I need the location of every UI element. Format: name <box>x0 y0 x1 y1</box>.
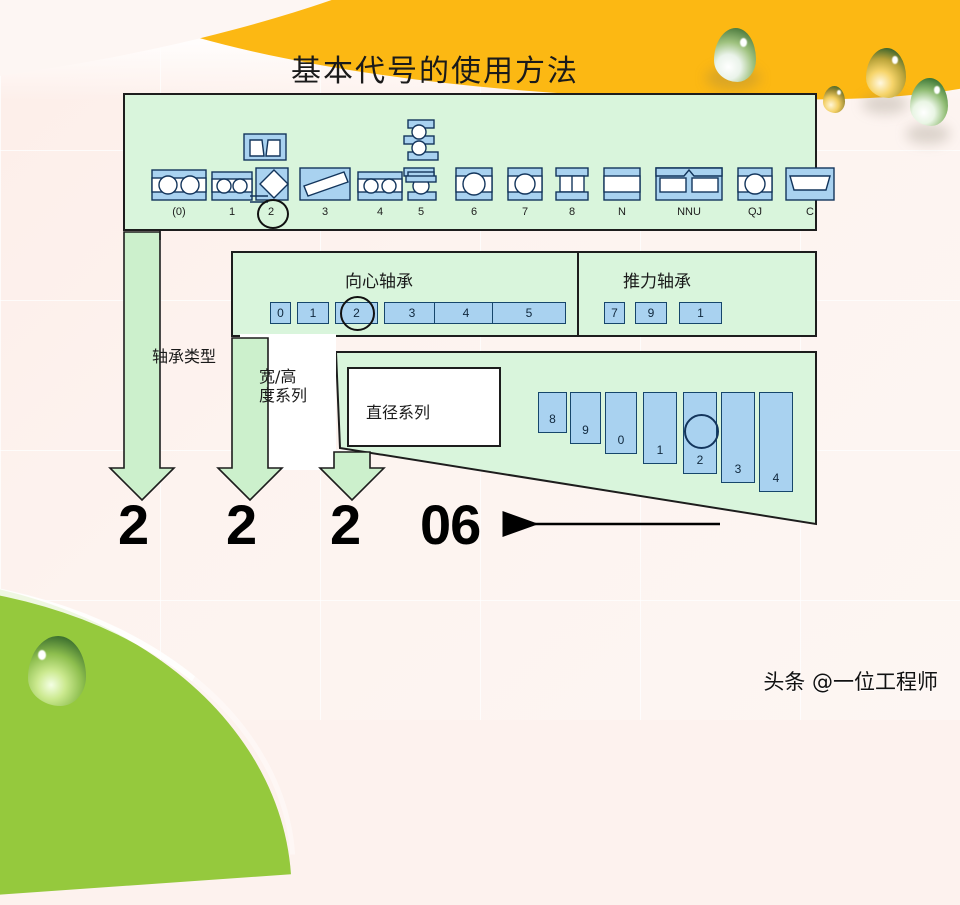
bearing-type-code: 6 <box>470 206 478 218</box>
page-title: 基本代号的使用方法 <box>291 54 579 89</box>
bearing-type-code: C <box>806 206 814 218</box>
height-series-box[interactable]: 7 <box>604 302 625 324</box>
diagram-vector-layer <box>108 93 835 537</box>
bearing-type-section-label: 轴承类型 <box>152 347 217 366</box>
bearing-type-code: 7 <box>521 206 529 218</box>
droplet-highlight <box>892 56 898 64</box>
diameter-series-bar[interactable]: 9 <box>570 392 601 444</box>
water-droplet-icon <box>714 28 756 82</box>
droplet-highlight <box>934 86 940 94</box>
width-series-box[interactable]: 0 <box>270 302 291 324</box>
height-series-box[interactable]: 1 <box>679 302 722 324</box>
water-droplet-icon <box>910 78 948 126</box>
bearing-type-code: QJ <box>747 206 763 218</box>
bearing-type-code: 8 <box>568 206 576 218</box>
diameter-series-bar[interactable]: 8 <box>538 392 567 433</box>
droplet-shadow <box>906 124 950 144</box>
diameter-series-bar[interactable]: 3 <box>721 392 755 483</box>
bearing-designation-diagram: (0) 1 2 3 4 5 6 7 8 N NNU QJ C 向心轴承 推力轴承… <box>108 93 835 556</box>
bore-code: 06 <box>420 493 481 556</box>
designation-digit: 2 <box>330 493 361 556</box>
bearing-type-code: 2 <box>267 206 275 218</box>
thrust-bearing-group-label: 推力轴承 <box>623 272 691 292</box>
width-series-box[interactable]: 2 <box>335 302 378 324</box>
height-series-box[interactable]: 9 <box>635 302 667 324</box>
bearing-type-code: 4 <box>376 206 384 218</box>
watermark: 头条 @一位工程师 <box>763 670 938 694</box>
bearing-type-code: N <box>618 206 626 218</box>
diameter-series-bar[interactable]: 4 <box>759 392 793 492</box>
designation-digit: 2 <box>118 493 149 556</box>
diameter-series-bar[interactable]: 2 <box>683 392 717 474</box>
diameter-series-label: 直径系列 <box>366 403 431 422</box>
water-droplet-icon <box>28 636 86 706</box>
diameter-series-bar[interactable]: 1 <box>643 392 677 464</box>
droplet-shadow <box>862 94 908 114</box>
droplet-highlight <box>740 38 747 47</box>
width-series-box[interactable]: 3 <box>384 302 440 324</box>
diameter-series-bar[interactable]: 0 <box>605 392 637 454</box>
width-series-box[interactable]: 1 <box>297 302 329 324</box>
bearing-type-code: 5 <box>417 206 425 218</box>
bearing-type-code: 1 <box>228 206 236 218</box>
radial-bearing-group-label: 向心轴承 <box>345 272 413 292</box>
designation-digit: 2 <box>226 493 257 556</box>
width-series-box[interactable]: 5 <box>492 302 566 324</box>
water-droplet-icon <box>866 48 906 98</box>
bearing-type-code: (0) <box>172 206 186 218</box>
bearing-type-code: 3 <box>321 206 329 218</box>
bearing-type-code: NNU <box>677 206 701 218</box>
width-height-series-label: 宽/高 度系列 <box>259 367 308 405</box>
water-droplet-icon <box>823 86 845 113</box>
droplet-highlight <box>837 90 841 95</box>
width-series-box[interactable]: 4 <box>434 302 498 324</box>
droplet-highlight <box>38 650 46 660</box>
